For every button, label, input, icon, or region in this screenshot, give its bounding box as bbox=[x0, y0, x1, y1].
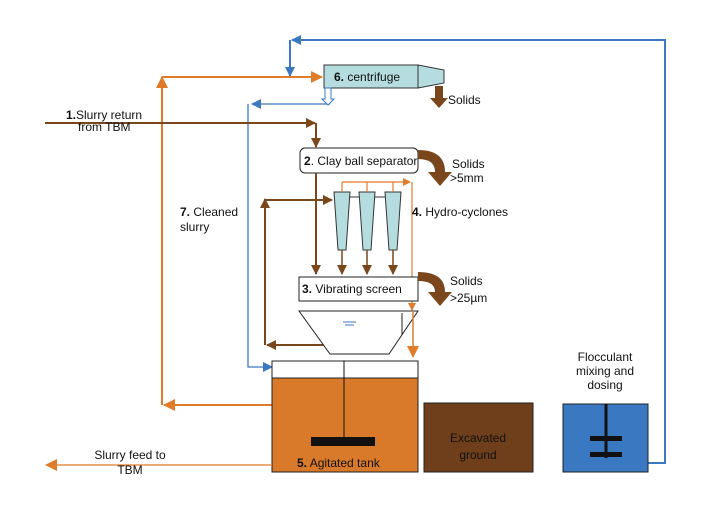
cleaned-label: Cleaned bbox=[193, 205, 238, 219]
svg-text:4. Hydro-cyclones: 4. Hydro-cyclones bbox=[412, 205, 508, 219]
clay-solids-size: >5mm bbox=[450, 171, 484, 185]
tank-label: Agitated tank bbox=[310, 456, 381, 470]
slurry-return-line bbox=[45, 118, 321, 148]
clay-ball-separator: 2. Clay ball separator Solids >5mm bbox=[299, 147, 485, 186]
hydro-cyclones: 4. Hydro-cyclones bbox=[333, 178, 508, 311]
recirculation-line bbox=[260, 195, 333, 350]
cleaned-number: 7. bbox=[180, 205, 190, 219]
flocculant-label-2: mixing and bbox=[576, 364, 634, 378]
tank-number: 5. bbox=[297, 456, 307, 470]
vibrating-screen: 3. Vibrating screen Solids >25µm bbox=[298, 272, 487, 306]
svg-text:3. Vibrating screen: 3. Vibrating screen bbox=[302, 282, 402, 296]
slurry-return-label-2: from TBM bbox=[78, 120, 130, 134]
slurry-feed-label-2: TBM bbox=[117, 463, 142, 477]
centrifuge: 6. centrifuge Solids bbox=[320, 64, 481, 108]
flocculant-return-line bbox=[285, 35, 666, 464]
slurry-return-number: 1. bbox=[66, 108, 76, 122]
svg-text:2. Clay ball separator: 2. Clay ball separator bbox=[304, 154, 417, 168]
ground-label-2: ground bbox=[459, 448, 496, 462]
excavated-ground: Excavated ground bbox=[423, 402, 534, 473]
hydro-number: 4. bbox=[412, 205, 422, 219]
slurry-return-label: Slurry return bbox=[76, 108, 142, 122]
centrifuge-label: centrifuge bbox=[347, 70, 400, 84]
svg-text:6. centrifuge: 6. centrifuge bbox=[334, 70, 400, 84]
svg-text:7. Cleaned: 7. Cleaned bbox=[180, 205, 238, 219]
hydro-label: Hydro-cyclones bbox=[425, 205, 508, 219]
svg-text:1.Slurry return: 1.Slurry return bbox=[66, 108, 142, 122]
curved-solids-arrow-icon bbox=[418, 150, 452, 186]
clay-label: . Clay ball separator bbox=[311, 154, 418, 168]
clay-solids-label: Solids bbox=[452, 157, 485, 171]
flocculant-label: Flocculant bbox=[578, 350, 633, 364]
solids-arrow-icon bbox=[430, 86, 448, 108]
cleaned-slurry-line bbox=[156, 71, 323, 411]
screen-label: Vibrating screen bbox=[315, 282, 402, 296]
flocculant-label-3: dosing bbox=[587, 378, 622, 392]
curved-solids-arrow-icon bbox=[418, 272, 452, 306]
centrate-line bbox=[247, 99, 330, 372]
cleaned-label-2: slurry bbox=[180, 220, 209, 234]
slurry-feed-label: Slurry feed to bbox=[94, 448, 166, 462]
impeller bbox=[311, 437, 375, 446]
svg-text:5. Agitated tank: 5. Agitated tank bbox=[297, 456, 381, 470]
screen-solids-label: Solids bbox=[450, 274, 483, 288]
screen-number: 3. bbox=[302, 282, 312, 296]
hollow-arrow-down-icon bbox=[320, 87, 336, 106]
flocculant-unit: Flocculant mixing and dosing bbox=[562, 350, 649, 473]
centrifuge-number: 6. bbox=[334, 70, 344, 84]
ground-label: Excavated bbox=[450, 431, 506, 445]
agitated-tank: 5. Agitated tank bbox=[271, 360, 419, 473]
centrifuge-solids-label: Solids bbox=[448, 93, 481, 107]
screen-solids-size: >25µm bbox=[450, 291, 487, 305]
hopper bbox=[298, 310, 419, 355]
clay-number: 2 bbox=[304, 154, 311, 168]
